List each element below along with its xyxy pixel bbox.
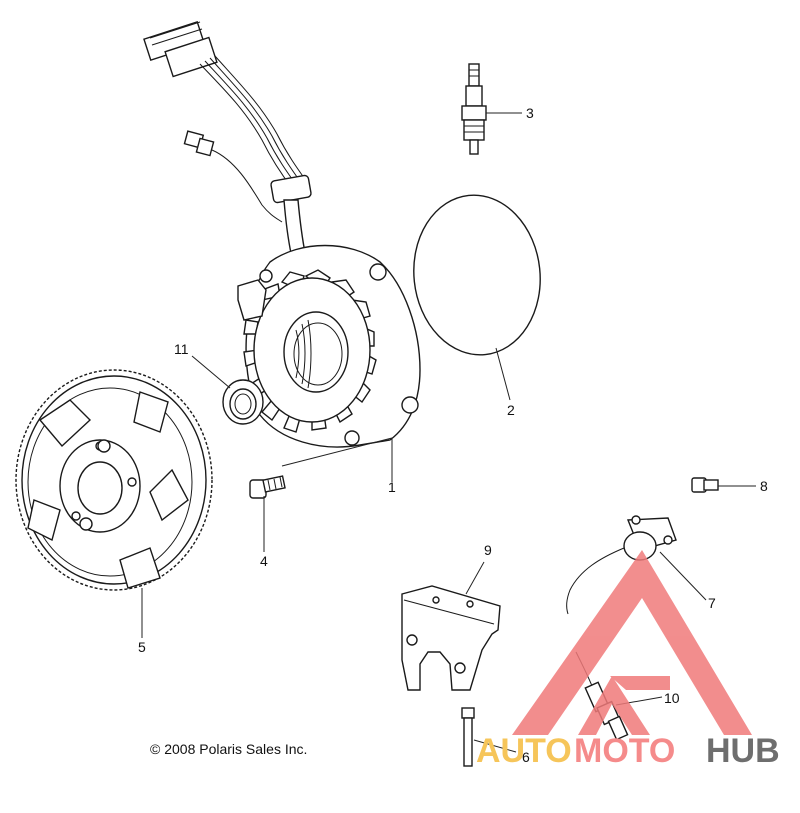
callout-8: 8 — [760, 478, 768, 494]
callout-3: 3 — [526, 105, 534, 121]
callout-1: 1 — [388, 479, 396, 495]
copyright-notice: © 2008 Polaris Sales Inc. — [150, 741, 307, 757]
mounting-bracket — [401, 585, 501, 691]
watermark-triangle-icon — [512, 550, 752, 735]
callout-6: 6 — [522, 749, 530, 765]
coil-bolt — [691, 477, 719, 493]
stator-windings — [243, 269, 377, 433]
stator-screw — [249, 475, 286, 499]
callout-5: 5 — [138, 639, 146, 655]
stator-ground-lead — [183, 130, 283, 223]
locating-pin — [461, 707, 475, 767]
watermark-logo — [512, 550, 752, 735]
gasket — [413, 194, 541, 356]
callout-2: 2 — [507, 402, 515, 418]
callout-4: 4 — [260, 553, 268, 569]
callout-11: 11 — [174, 341, 189, 357]
stator-wire-harness — [199, 55, 312, 259]
stator-connector-plug — [143, 21, 218, 78]
watermark-text-moto: MOTO — [574, 732, 675, 770]
watermark-text-auto: AUTO — [476, 732, 572, 770]
callout-10: 10 — [664, 690, 680, 706]
watermark-wordmark: AUTO MOTO HUB — [476, 732, 780, 770]
spark-plug — [461, 63, 487, 155]
callout-labels: 1 2 3 4 5 6 7 8 9 10 11 — [138, 105, 768, 765]
callout-9: 9 — [484, 542, 492, 558]
stator-assembly — [143, 21, 421, 448]
flywheel — [15, 369, 213, 591]
watermark-text-hub: HUB — [706, 732, 780, 770]
leader-lines — [141, 112, 756, 753]
callout-7: 7 — [708, 595, 716, 611]
oil-seal — [222, 379, 264, 425]
